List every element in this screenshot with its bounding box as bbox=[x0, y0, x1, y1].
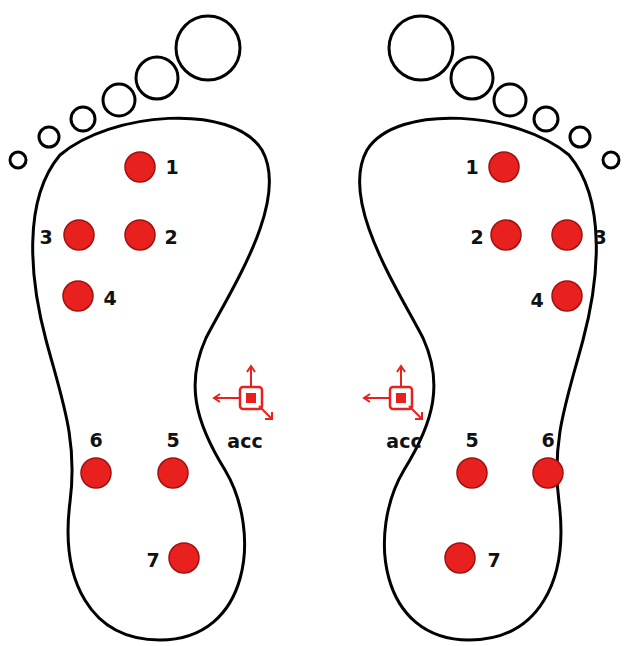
callout-number: 2 bbox=[164, 228, 177, 247]
accelerometer-icon bbox=[364, 366, 422, 419]
accelerometer-icon bbox=[214, 366, 272, 419]
callout-number: 6 bbox=[89, 431, 102, 450]
right-foot bbox=[360, 16, 619, 640]
callout-number: 3 bbox=[39, 228, 52, 247]
sensor-dots bbox=[63, 152, 582, 573]
callout-number: 1 bbox=[165, 158, 178, 177]
callout-number: 4 bbox=[530, 291, 543, 310]
callout-number: 5 bbox=[166, 431, 179, 450]
callout-number: 3 bbox=[593, 228, 606, 247]
callout-number: 7 bbox=[487, 551, 500, 570]
callout-number: 4 bbox=[103, 289, 116, 308]
callout-number: 5 bbox=[465, 431, 478, 450]
callout-number: 6 bbox=[541, 431, 554, 450]
sensor-label: acc bbox=[386, 432, 421, 451]
callout-number: 7 bbox=[146, 551, 159, 570]
left-foot bbox=[10, 16, 269, 640]
callout-number: 2 bbox=[470, 228, 483, 247]
callout-number: 1 bbox=[465, 158, 478, 177]
sensor-label: acc bbox=[227, 432, 262, 451]
